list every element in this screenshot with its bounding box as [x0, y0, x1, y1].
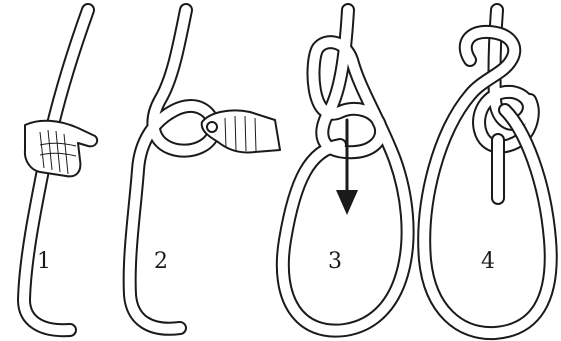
step-1-illustration: 1: [24, 10, 97, 330]
step-4-illustration: 4: [424, 10, 551, 333]
step-2-illustration: 2: [130, 10, 280, 329]
hand-icon: [25, 121, 97, 177]
down-arrow-icon: [336, 120, 358, 215]
step-2-label: 2: [154, 249, 168, 274]
rope-4: [424, 10, 551, 333]
step-3-illustration: 3: [283, 10, 408, 331]
step-3-label: 3: [328, 249, 342, 274]
step-4-label: 4: [481, 249, 495, 274]
rope-2: [130, 10, 214, 329]
rope-3: [283, 10, 408, 331]
step-1-label: 1: [37, 249, 51, 274]
